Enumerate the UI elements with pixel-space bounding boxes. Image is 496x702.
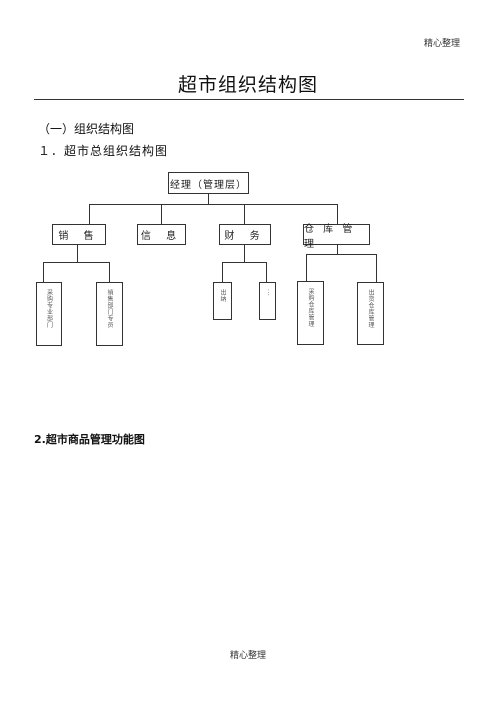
connector-warehouse-bar [306,254,377,255]
org-node-manager-label: 经理（管理层） [170,179,247,191]
subsection-heading-function-chart: 2.超市商品管理功能图 [34,433,145,446]
org-node-sales-staff-label: 销售部门专员 [106,289,113,328]
org-node-info-label: 信 息 [140,231,183,242]
footer-note: 精心整理 [229,651,266,661]
connector-sales-sub-1 [43,262,44,282]
org-node-cashier-label: 出纳 [219,289,226,302]
org-node-other: ··· [259,282,276,320]
org-node-finance: 财 务 [219,224,271,245]
org-node-purchase-warehouse-label: 采购仓库管理 [307,288,314,327]
org-node-cashier: 出纳 [213,282,232,320]
org-node-shipping-warehouse: 出货仓库管理 [357,282,384,345]
org-node-warehouse-label: 仓 库 管 理 [304,223,356,250]
connector-finance-sub-2 [266,262,267,282]
org-node-sales-label: 销 售 [58,231,100,242]
section-heading-org-chart: （一）组织结构图 [38,122,135,136]
org-node-manager: 经理（管理层） [168,172,249,194]
page-title: 超市组织结构图 [177,74,318,96]
connector-dept-3 [244,204,245,224]
connector-finance-bar [222,262,267,263]
connector-root-down [208,194,209,204]
connector-sales-down [77,245,78,262]
connector-finance-sub-1 [222,262,223,282]
connector-sales-bar [43,262,110,263]
connector-sales-sub-2 [109,262,110,282]
org-node-purchase-warehouse: 采购仓库管理 [297,281,324,345]
org-node-shipping-warehouse-label: 出货仓库管理 [367,289,374,328]
org-node-warehouse: 仓 库 管 理 [303,224,370,250]
header-note: 精心整理 [423,39,460,49]
connector-dept-4 [337,204,338,224]
org-node-finance-label: 财 务 [224,231,266,242]
connector-dept-1 [89,204,90,224]
connector-warehouse-sub-2 [376,254,377,282]
subsection-heading-overall-chart: １．超市总组织结构图 [38,144,169,158]
org-node-sales-staff: 销售部门专员 [96,282,123,346]
connector-dept-2 [161,204,162,224]
org-node-other-label: ··· [264,289,271,297]
connector-warehouse-sub-1 [306,254,307,281]
connector-finance-down [244,245,245,262]
org-node-purchasing-dept: 采购专业部门 [36,282,62,346]
org-node-sales: 销 售 [52,224,106,245]
connector-dept-bar [89,204,337,205]
org-node-info: 信 息 [137,224,186,245]
connector-warehouse-down [337,245,338,254]
org-node-purchasing-dept-label: 采购专业部门 [45,289,53,328]
title-divider [34,99,464,100]
